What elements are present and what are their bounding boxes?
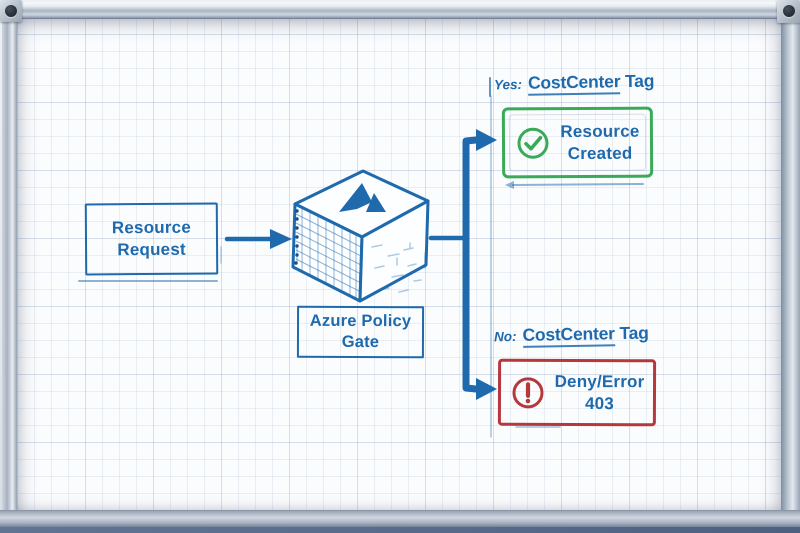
resource-request-label-line1: Resource (111, 217, 192, 238)
check-circle-icon (517, 127, 549, 159)
frame-left-rail (2, 4, 17, 513)
yes-tag-label: CostCenter Tag (527, 71, 655, 96)
yes-prefix: Yes: (493, 76, 523, 93)
resource-created-label-line1: Resource (560, 121, 640, 141)
no-tag-label: CostCenter Tag (522, 323, 649, 348)
node-resource-request: Resource Request (84, 202, 219, 276)
node-deny-error: Deny/Error 403 (497, 358, 657, 427)
corner-cap-top-right (777, 0, 800, 23)
frame-right-rail (781, 4, 800, 513)
resource-request-label-line2: Request (117, 239, 186, 260)
resource-created-label-line2: Created (567, 143, 633, 163)
frame-bottom-shadow (0, 527, 800, 533)
gate-label-line1: Azure Policy (309, 311, 412, 331)
node-resource-created: Resource Created (501, 106, 654, 179)
branch-label-no: No: CostCenter Tag (493, 323, 649, 348)
node-azure-policy-gate-label: Azure Policy Gate (296, 305, 425, 359)
no-prefix: No: (493, 328, 517, 345)
mount-screw-icon (783, 5, 795, 17)
gate-label-line2: Gate (341, 332, 380, 352)
frame-bottom-rail (0, 510, 800, 527)
frame-top-rail (0, 2, 800, 19)
deny-error-label-line1: Deny/Error (554, 371, 645, 391)
alert-circle-icon (512, 376, 544, 408)
mount-screw-icon (5, 5, 17, 17)
corner-cap-top-left (0, 0, 22, 22)
branch-label-yes: Yes: CostCenter Tag (493, 71, 655, 96)
deny-error-label-line2: 403 (584, 393, 614, 413)
